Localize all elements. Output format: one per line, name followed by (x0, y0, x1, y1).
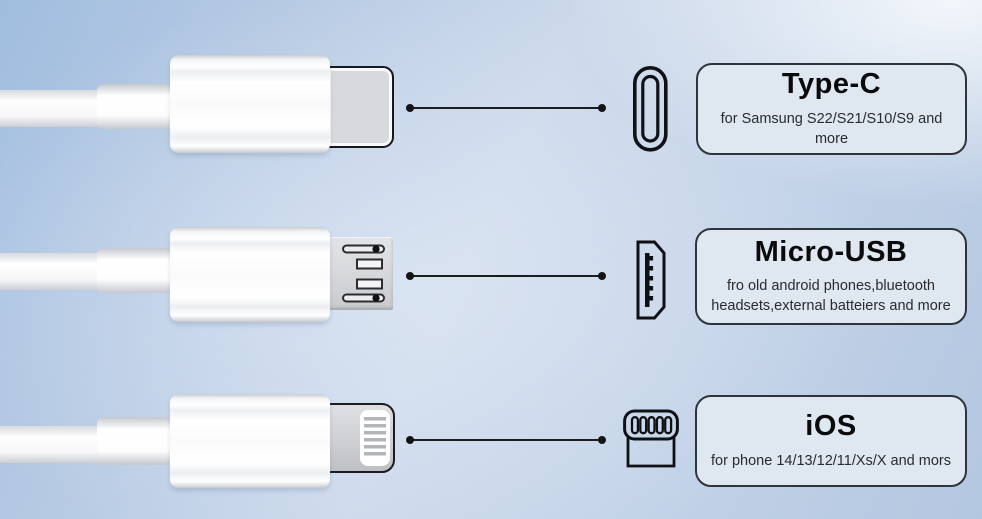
lightning-port-icon (622, 408, 680, 475)
callout-line (406, 272, 606, 280)
info-box-type-c: Type-C for Samsung S22/S21/S10/S9 and mo… (696, 63, 967, 155)
micro-usb-plug (324, 237, 393, 310)
port-description: fro old android phones,bluetooth headset… (711, 278, 951, 315)
port-description: for phone 14/13/12/11/Xs/X and mors (711, 452, 951, 469)
port-title: Micro-USB (754, 235, 908, 268)
callout-line (406, 436, 606, 444)
port-title: Type-C (781, 68, 882, 101)
lightning-contact-plate (360, 410, 390, 466)
connector-housing (170, 227, 330, 322)
info-box-ios: iOS for phone 14/13/12/11/Xs/X and mors (695, 395, 967, 487)
cable-strip (0, 253, 106, 290)
port-description: for Samsung S22/S21/S10/S9 and more (720, 110, 943, 147)
lightning-plug (324, 403, 395, 473)
connector-housing (170, 394, 330, 488)
lightning-contact-stripes (364, 417, 386, 459)
usb-c-plug (326, 66, 394, 148)
cable-neck (97, 248, 173, 293)
cable-neck (97, 84, 173, 129)
micro-usb-port-icon (636, 240, 666, 325)
cable-strip (0, 90, 106, 127)
info-box-micro-usb: Micro-USB fro old android phones,bluetoo… (695, 228, 967, 325)
connector-housing (170, 55, 330, 153)
cable-neck (97, 417, 173, 465)
port-title: iOS (805, 410, 857, 443)
usb-c-port-icon (632, 65, 669, 158)
cable-strip (0, 426, 106, 463)
callout-line (406, 104, 606, 112)
